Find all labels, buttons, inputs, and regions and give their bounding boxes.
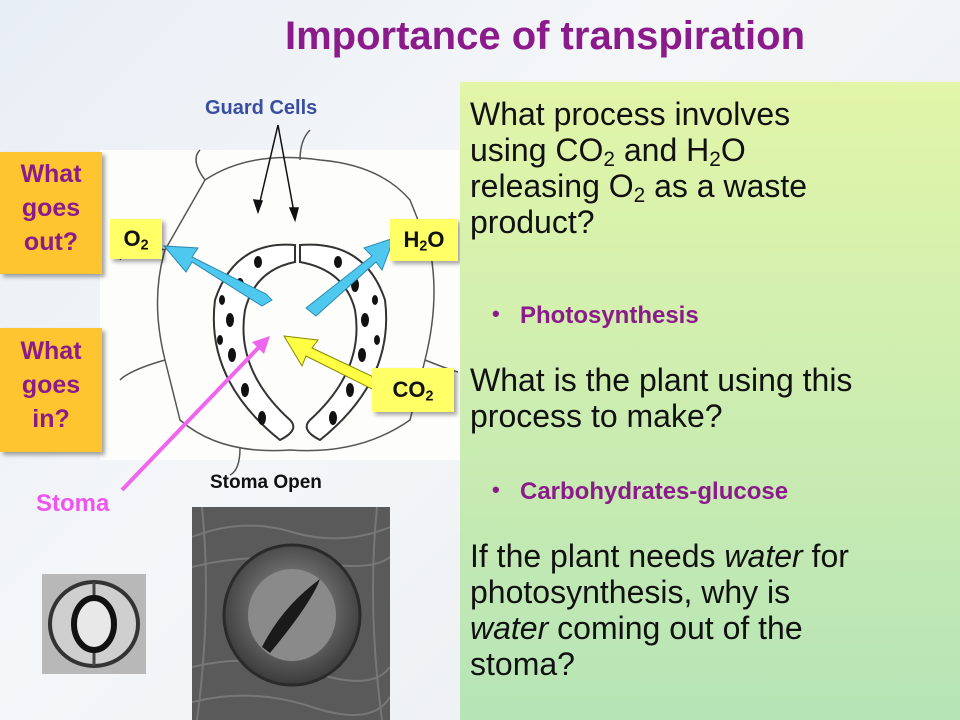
answer-2: •Carbohydrates-glucose: [492, 477, 789, 505]
guard-cells: [212, 243, 388, 442]
question-panel: What process involves using CO2 and H2O …: [460, 82, 960, 720]
guard-cells-pointer: [252, 124, 299, 223]
o2-box: O2: [110, 219, 162, 259]
h2o-out-arrow: [305, 237, 395, 317]
h2o-box: H2O: [390, 219, 458, 261]
question-2: What is the plant using this process to …: [470, 362, 853, 434]
answer-1: •Photosynthesis: [492, 301, 699, 329]
stoma-open-label: Stoma Open: [210, 472, 322, 493]
question-1: What process involves using CO2 and H2O …: [470, 96, 808, 240]
stoma-label: Stoma: [36, 490, 110, 517]
slide-title: Importance of transpiration: [284, 14, 806, 58]
stoma-micrograph-sem: [192, 507, 390, 720]
what-goes-out-box: What goes out?: [0, 152, 102, 274]
stoma-micrograph-small: [42, 574, 146, 674]
question-3: If the plant needs water for photosynthe…: [470, 538, 849, 682]
guard-cells-label: Guard Cells: [205, 97, 318, 119]
co2-box: CO2: [372, 368, 454, 412]
o2-out-arrow: [162, 245, 273, 307]
what-goes-in-box: What goes in?: [0, 328, 102, 452]
stoma-pointer-arrow: [120, 336, 270, 492]
co2-in-arrow: [283, 335, 381, 393]
